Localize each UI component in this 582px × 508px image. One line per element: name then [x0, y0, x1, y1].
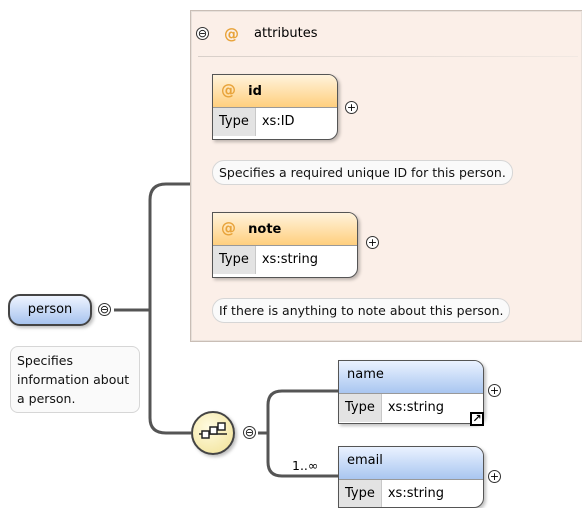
attribute-name: note — [248, 222, 282, 237]
element-email-expand-toggle[interactable]: + — [488, 470, 501, 483]
type-key: Type — [213, 108, 256, 136]
element-name-expand-toggle[interactable]: + — [488, 384, 501, 397]
person-collapse-toggle[interactable]: ⊖ — [98, 303, 111, 316]
type-value: xs:string — [387, 486, 445, 501]
element-box-email[interactable]: email Type xs:string — [338, 446, 484, 508]
at-icon: @ — [221, 81, 236, 99]
element-box-name[interactable]: name Type xs:string — [338, 360, 484, 424]
type-value: xs:ID — [261, 114, 295, 129]
attribute-box-id[interactable]: @ id Type xs:ID — [212, 74, 338, 140]
type-key: Type — [213, 246, 256, 274]
attributes-collapse-toggle[interactable]: ⊖ — [196, 27, 209, 40]
attribute-note-expand-toggle[interactable]: + — [366, 236, 379, 249]
type-value: xs:string — [387, 400, 445, 415]
type-key: Type — [339, 480, 382, 507]
type-key: Type — [339, 394, 382, 422]
attributes-group-label: attributes — [254, 26, 318, 41]
sequence-collapse-toggle[interactable]: ⊖ — [243, 426, 256, 439]
attribute-header: @ note — [213, 213, 357, 246]
type-value: xs:string — [261, 252, 319, 267]
person-doc: Specifies information about a person. — [10, 346, 140, 413]
element-header: email — [339, 447, 483, 480]
attribute-id-expand-toggle[interactable]: + — [345, 101, 358, 114]
attributes-divider — [198, 56, 578, 57]
at-icon: @ — [221, 219, 236, 237]
sequence-icon — [199, 422, 227, 439]
attribute-id-doc: Specifies a required unique ID for this … — [212, 160, 513, 185]
attribute-header: @ id — [213, 75, 337, 108]
occurrence-label: 1..∞ — [292, 458, 319, 473]
type-link-icon[interactable]: ↗ — [470, 412, 484, 426]
element-name: person — [27, 302, 73, 317]
element-name: email — [347, 453, 383, 468]
element-name: name — [347, 367, 384, 382]
at-icon: @ — [224, 25, 239, 43]
attribute-note-doc: If there is anything to note about this … — [212, 298, 511, 323]
element-header: name — [339, 361, 483, 394]
attribute-box-note[interactable]: @ note Type xs:string — [212, 212, 358, 278]
root-element-person[interactable]: person — [8, 294, 92, 326]
attribute-name: id — [248, 84, 262, 99]
sequence-compositor[interactable] — [191, 411, 235, 455]
